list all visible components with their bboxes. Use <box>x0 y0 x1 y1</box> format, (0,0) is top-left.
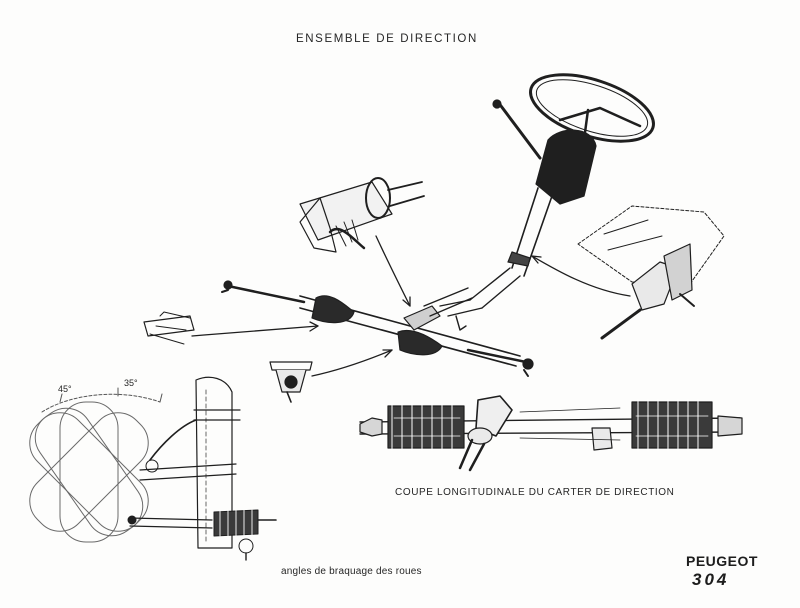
steering-angles-caption: angles de braquage des roues <box>281 566 422 577</box>
pinion-detail <box>299 177 425 253</box>
bulkhead-bracket-detail <box>577 205 725 340</box>
rack-and-tie-rods <box>221 280 534 377</box>
brand-name: PEUGEOT <box>686 553 758 569</box>
steering-angle-diagram <box>29 376 277 561</box>
ball-joint-detail <box>269 361 313 403</box>
steering-wheel-and-column <box>439 73 655 331</box>
rack-section-caption: COUPE LONGITUDINALE DU CARTER DE DIRECTI… <box>395 487 675 498</box>
diagram-title: ENSEMBLE DE DIRECTION <box>296 33 478 45</box>
right-bellows <box>631 399 713 451</box>
rack-boot-detail <box>143 311 195 345</box>
leader-arrows <box>191 235 631 377</box>
inner-angle-label: 35° <box>124 378 138 388</box>
left-bellows <box>387 403 465 451</box>
wheel-outlines <box>29 401 149 543</box>
rack-housing-section <box>359 395 743 472</box>
outer-angle-label: 45° <box>58 384 72 394</box>
model-number: 304 <box>692 570 730 589</box>
